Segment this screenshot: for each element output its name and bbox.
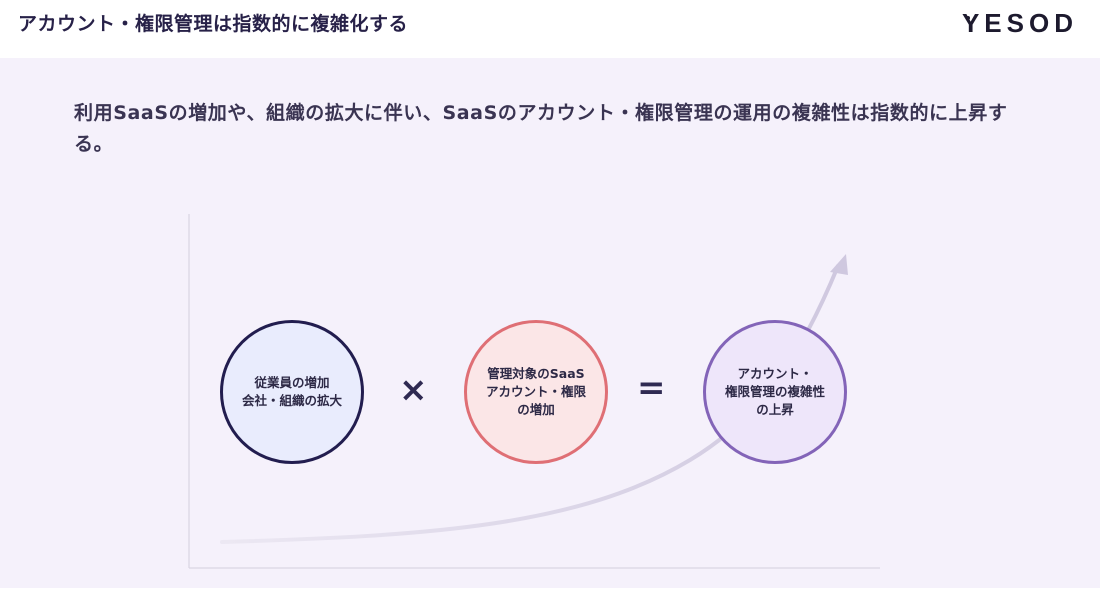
slide-title: アカウント・権限管理は指数的に複雑化する (18, 13, 409, 35)
lead-text: 利用SaaSの増加や、組織の拡大に伴い、SaaSのアカウント・権限管理の運用の複… (74, 102, 1008, 155)
factor-label: 従業員の増加 会社・組織の拡大 (241, 375, 342, 408)
result-label: アカウント・ 権限管理の複雑性 の上昇 (724, 366, 825, 417)
result-circle-complexity-rise: アカウント・ 権限管理の複雑性 の上昇 (703, 320, 847, 464)
factor-label: 管理対象のSaaS アカウント・権限 の増加 (485, 366, 586, 417)
logo-dot (966, 16, 970, 20)
growth-arrowhead (830, 254, 848, 275)
equals-operator: = (637, 368, 666, 408)
slide-header: アカウント・権限管理は指数的に複雑化する YESOD (0, 0, 1100, 56)
yesod-logo: YESOD (961, 8, 1078, 38)
factor-circle-saas-growth: 管理対象のSaaS アカウント・権限 の増加 (464, 320, 608, 464)
content-panel: 利用SaaSの増加や、組織の拡大に伴い、SaaSのアカウント・権限管理の運用の複… (0, 58, 1100, 588)
multiply-operator: × (399, 370, 428, 410)
factor-circle-employee-growth: 従業員の増加 会社・組織の拡大 (220, 320, 364, 464)
